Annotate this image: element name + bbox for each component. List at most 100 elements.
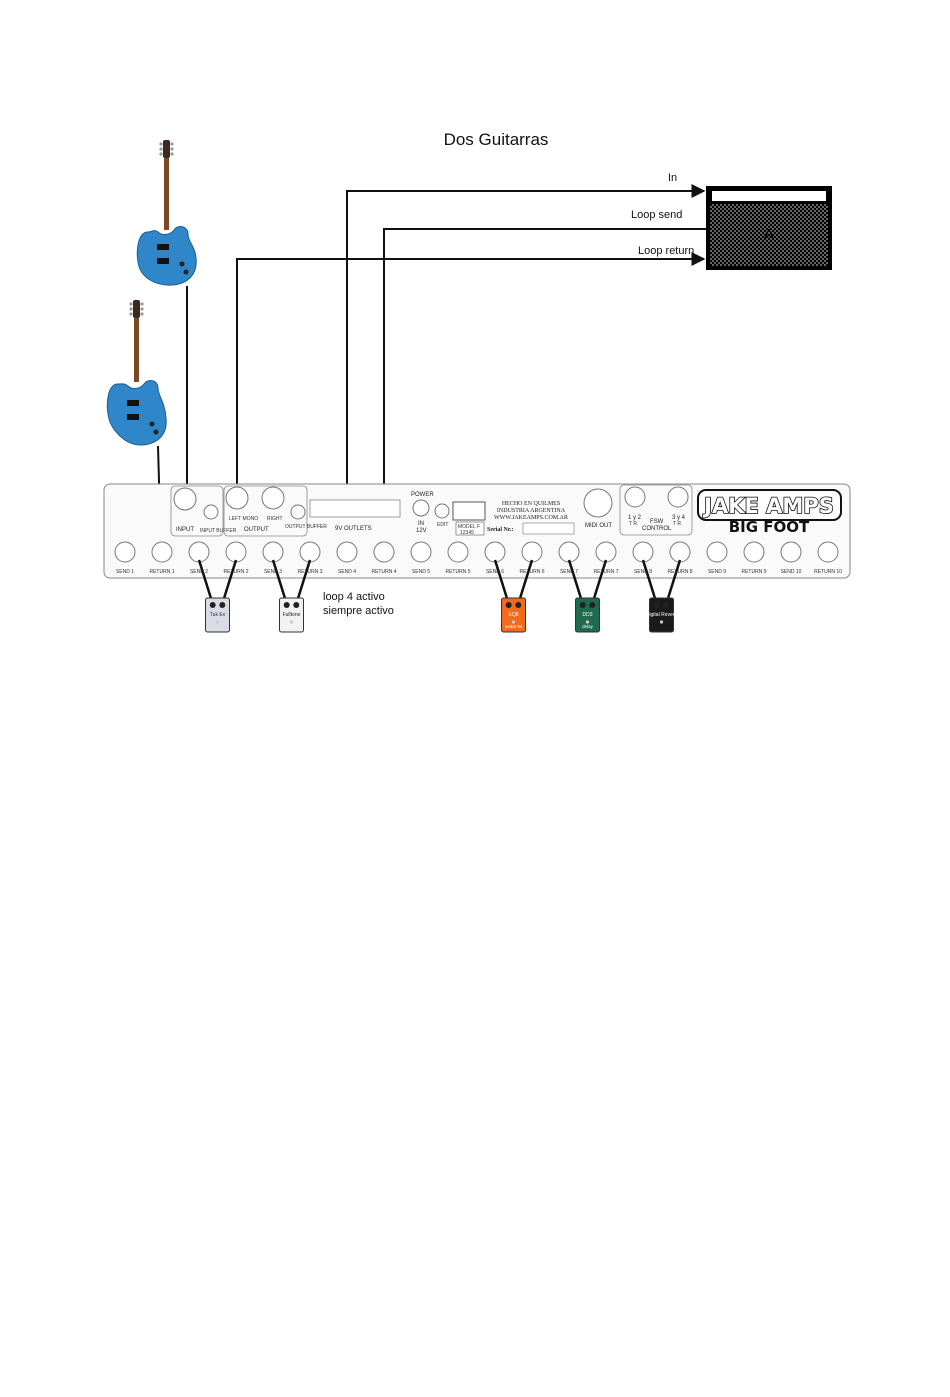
jack-label: RETURN 8 xyxy=(667,569,692,575)
outlets-panel xyxy=(309,499,401,518)
midi-out-jack[interactable] xyxy=(583,488,613,518)
edit-button[interactable] xyxy=(434,503,450,519)
jack-send-1[interactable] xyxy=(114,541,136,563)
pedal-label: Tuk Ex xyxy=(210,612,226,618)
pedal-cable xyxy=(197,559,213,601)
pedal-sublabel: pedal 90 xyxy=(505,624,523,629)
control-label: CONTROL xyxy=(642,526,672,532)
pedal-knob[interactable] xyxy=(579,602,586,608)
jack-send-5[interactable] xyxy=(410,541,432,563)
pedal-knob[interactable] xyxy=(663,602,670,608)
fsw-tr-left: T R xyxy=(629,521,637,527)
jack-return-7[interactable] xyxy=(595,541,617,563)
label-loop-return: Loop return xyxy=(638,245,694,257)
pedal-footswitch[interactable] xyxy=(511,620,516,624)
jack-return-2[interactable] xyxy=(225,541,247,563)
pedal-knob[interactable] xyxy=(209,602,216,608)
website-label: WWW.JAKEAMPS.COM.AR xyxy=(494,515,568,521)
amplifier: A xyxy=(706,186,832,270)
pedal-knob[interactable] xyxy=(283,602,290,608)
pedal-footswitch[interactable] xyxy=(659,620,664,624)
pedal-cable xyxy=(592,559,608,601)
output-section xyxy=(223,485,308,537)
power-label: POWER xyxy=(411,492,434,498)
jack-label: RETURN 7 xyxy=(593,569,618,575)
note-line-2: siempre activo xyxy=(323,605,394,617)
jack-return-1[interactable] xyxy=(151,541,173,563)
jack-label: SEND 4 xyxy=(338,569,356,575)
output-label: OUTPUT xyxy=(244,527,269,533)
jack-send-8[interactable] xyxy=(632,541,654,563)
jack-return-3[interactable] xyxy=(299,541,321,563)
pedal-footswitch[interactable] xyxy=(215,620,220,624)
jack-send-2[interactable] xyxy=(188,541,210,563)
jack-label: SEND 6 xyxy=(486,569,504,575)
pedal-knob[interactable] xyxy=(515,602,522,608)
jack-send-6[interactable] xyxy=(484,541,506,563)
jack-return-6[interactable] xyxy=(521,541,543,563)
note-line-1: loop 4 activo xyxy=(323,591,385,603)
made-in-line-1: HECHO EN QUILMES xyxy=(502,501,560,507)
model-box-label: MODEL F xyxy=(458,524,480,530)
output-right-jack[interactable] xyxy=(261,486,285,510)
jack-return-9[interactable] xyxy=(743,541,765,563)
jack-send-4[interactable] xyxy=(336,541,358,563)
input-jack[interactable] xyxy=(173,487,197,511)
pedal-footswitch[interactable] xyxy=(289,620,294,624)
input-buffer-knob[interactable] xyxy=(203,504,219,520)
fsw-1-2-jack[interactable] xyxy=(624,486,646,508)
label-in: In xyxy=(668,172,677,184)
jack-send-7[interactable] xyxy=(558,541,580,563)
brand-label: JAKE AMPS xyxy=(702,494,834,518)
output-left-jack[interactable] xyxy=(225,486,249,510)
jack-send-10[interactable] xyxy=(780,541,802,563)
jack-return-8[interactable] xyxy=(669,541,691,563)
pedal-cable xyxy=(567,559,583,601)
pedal-knob[interactable] xyxy=(653,602,660,608)
pedal-label: EQ8 xyxy=(508,612,518,618)
pedal-2: Fulltone xyxy=(279,597,304,633)
jack-label: SEND 7 xyxy=(560,569,578,575)
edit-label: EDIT xyxy=(437,522,448,528)
power-jack[interactable] xyxy=(412,499,430,517)
pedal-5: Digital Reverb xyxy=(646,597,678,633)
jack-label: SEND 10 xyxy=(781,569,802,575)
jack-return-4[interactable] xyxy=(373,541,395,563)
pedal-cable xyxy=(296,559,312,601)
pedal-footswitch[interactable] xyxy=(585,620,590,624)
in-12v-label-1: IN xyxy=(418,521,424,527)
display-window xyxy=(452,501,486,521)
jack-return-10[interactable] xyxy=(817,541,839,563)
pedal-knob[interactable] xyxy=(293,602,300,608)
pedal-label: Digital Reverb xyxy=(646,612,678,618)
jake-amps-logo: JAKE AMPS BIG FOOT xyxy=(697,489,842,536)
pedal-knob[interactable] xyxy=(589,602,596,608)
jack-send-3[interactable] xyxy=(262,541,284,563)
pedal-cable xyxy=(493,559,509,601)
jack-return-5[interactable] xyxy=(447,541,469,563)
pedal-cable xyxy=(666,559,682,601)
jack-label: RETURN 4 xyxy=(371,569,396,575)
fsw-1-2-label: 1 y 2 xyxy=(628,515,642,521)
jack-label: SEND 2 xyxy=(190,569,208,575)
jack-label: RETURN 10 xyxy=(814,569,842,575)
output-buffer-knob[interactable] xyxy=(290,504,306,520)
guitar-1 xyxy=(136,140,197,286)
pedal-knob[interactable] xyxy=(219,602,226,608)
fsw-3-4-jack[interactable] xyxy=(667,486,689,508)
pedal-cable xyxy=(222,559,238,601)
pedal-cable xyxy=(641,559,657,601)
right-label: RIGHT xyxy=(267,516,283,522)
model-label: BIG FOOT xyxy=(729,518,810,536)
pedal-knob[interactable] xyxy=(505,602,512,608)
pedal-cable xyxy=(518,559,534,601)
jack-send-9[interactable] xyxy=(706,541,728,563)
input-label: INPUT xyxy=(176,527,194,533)
pedal-label: DD3 xyxy=(582,612,592,618)
made-in-line-2: INDUSTRIA ARGENTINA xyxy=(497,508,566,514)
model-box-number: 12345 xyxy=(460,530,474,536)
